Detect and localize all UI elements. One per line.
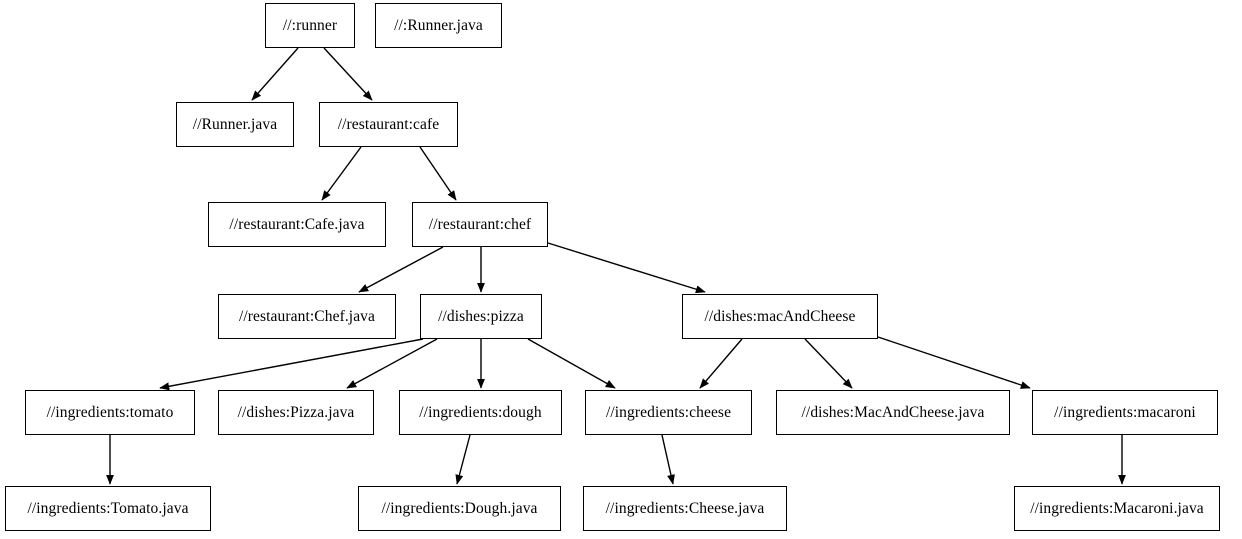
graph-node-label: //Runner.java [192, 115, 278, 133]
graph-node-restaurant_cafe_java[interactable]: //restaurant:Cafe.java [208, 202, 386, 247]
graph-node-dishes_pizza_java[interactable]: //dishes:Pizza.java [218, 390, 374, 435]
graph-node-ing_tomato[interactable]: //ingredients:tomato [25, 390, 195, 435]
graph-node-runner[interactable]: //:runner [265, 3, 355, 48]
graph-node-label: //ingredients:cheese [605, 403, 732, 421]
graph-node-ing_cheese_java[interactable]: //ingredients:Cheese.java [583, 486, 787, 531]
graph-node-runner_java_root[interactable]: //:Runner.java [375, 3, 502, 48]
graph-node-dishes_macandcheese_java[interactable]: //dishes:MacAndCheese.java [776, 390, 1010, 435]
graph-node-label: //ingredients:Macaroni.java [1030, 499, 1204, 517]
graph-node-runner_java[interactable]: //Runner.java [176, 102, 294, 147]
graph-node-ing_tomato_java[interactable]: //ingredients:Tomato.java [5, 486, 211, 531]
graph-node-label: //ingredients:Cheese.java [605, 499, 765, 517]
graph-node-label: //restaurant:Chef.java [238, 307, 376, 325]
graph-node-label: //:Runner.java [394, 16, 483, 34]
graph-node-label: //:runner [282, 16, 338, 34]
graph-node-dishes_macandcheese[interactable]: //dishes:macAndCheese [682, 294, 878, 339]
graph-node-ing_macaroni_java[interactable]: //ingredients:Macaroni.java [1014, 486, 1220, 531]
graph-node-label: //dishes:MacAndCheese.java [801, 403, 985, 421]
graph-node-ing_cheese[interactable]: //ingredients:cheese [585, 390, 752, 435]
graph-node-restaurant_chef_java[interactable]: //restaurant:Chef.java [218, 294, 396, 339]
graph-node-label: //restaurant:chef [428, 215, 532, 233]
graph-node-label: //ingredients:macaroni [1054, 403, 1196, 421]
graph-node-label: //restaurant:Cafe.java [229, 215, 365, 233]
graph-node-label: //ingredients:dough [419, 403, 542, 421]
graph-node-ing_dough[interactable]: //ingredients:dough [399, 390, 562, 435]
graph-node-label: //ingredients:tomato [46, 403, 174, 421]
graph-node-dishes_pizza[interactable]: //dishes:pizza [420, 294, 542, 339]
graph-node-label: //restaurant:cafe [337, 115, 440, 133]
graph-node-restaurant_cafe[interactable]: //restaurant:cafe [319, 102, 458, 147]
graph-node-restaurant_chef[interactable]: //restaurant:chef [412, 202, 548, 247]
graph-node-label: //ingredients:Tomato.java [27, 499, 189, 517]
graph-node-ing_macaroni[interactable]: //ingredients:macaroni [1032, 390, 1218, 435]
graph-node-ing_dough_java[interactable]: //ingredients:Dough.java [358, 486, 561, 531]
graph-node-label: //dishes:pizza [438, 307, 524, 325]
graph-node-label: //dishes:Pizza.java [237, 403, 355, 421]
graph-node-label: //dishes:macAndCheese [704, 307, 856, 325]
graph-node-label: //ingredients:Dough.java [381, 499, 538, 517]
